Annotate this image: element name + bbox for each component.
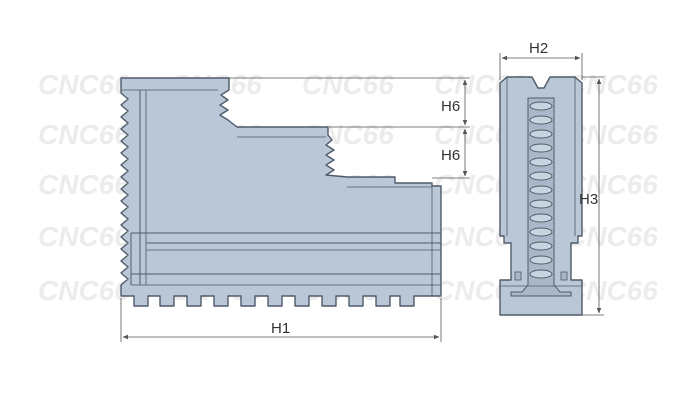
h3-label: H3 <box>579 191 598 208</box>
watermark-text: CNC66 <box>38 119 130 150</box>
watermark-text: CNC66 <box>38 169 130 200</box>
h1-label: H1 <box>271 320 290 337</box>
h6-lower-label: H6 <box>441 147 460 164</box>
base-notch-right <box>560 271 568 281</box>
side-view-dimensions <box>120 77 470 342</box>
h6-upper-label: H6 <box>441 98 460 115</box>
watermark-text: CNC66 <box>38 275 130 306</box>
watermark-text: CNC66 <box>302 69 394 100</box>
watermark-text: CNC66 <box>38 69 130 100</box>
end-view-dimensions <box>499 53 604 316</box>
central-slot <box>510 97 572 297</box>
jaw-side-view <box>120 77 442 307</box>
watermark-text: CNC66 <box>38 221 130 252</box>
base-notch-left <box>514 271 522 281</box>
slot-serrations <box>529 101 553 279</box>
h2-label: H2 <box>529 40 548 57</box>
jaw-end-view <box>499 76 583 316</box>
jaw-side-body <box>120 77 442 307</box>
